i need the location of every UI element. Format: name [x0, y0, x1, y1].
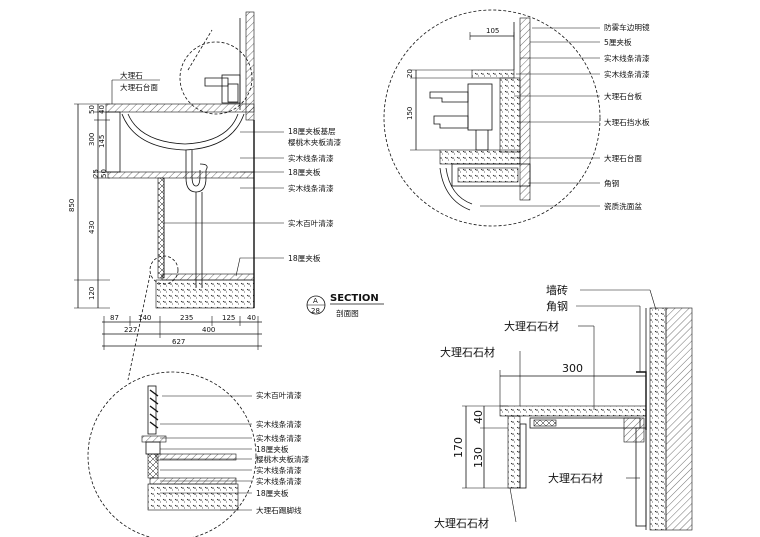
label-cherry-veneer: 樱桃木夹板清漆 [288, 137, 342, 147]
dim-400: 400 [202, 326, 215, 334]
br-dim-300: 300 [562, 362, 583, 375]
label-5mm-plywood: 5厘夹板 [604, 37, 632, 47]
label-bl-skirting: 大理石踢脚线 [256, 505, 302, 515]
dim-105: 105 [486, 27, 499, 35]
section-title: SECTION [330, 293, 379, 304]
dim-140: 140 [138, 314, 151, 322]
label-marble-top: 大理石台面 [120, 82, 158, 92]
dim-40: 40 [98, 105, 106, 114]
dim-20: 20 [406, 69, 414, 78]
dim-235: 235 [180, 314, 193, 322]
counter-top [105, 103, 255, 113]
label-wood-louver: 实木百叶清漆 [288, 218, 334, 228]
left-dimensions: 50 40 300 145 25 50 850 430 120 [68, 103, 110, 309]
br-wall [665, 307, 693, 531]
dim-120: 120 [88, 287, 96, 300]
label-bl-plywood-1: 18厘夹板 [256, 444, 289, 454]
dim-50b: 50 [100, 169, 108, 178]
label-ceramic-basin: 瓷质洗面盆 [604, 201, 642, 211]
label-bl-trim-3: 实木线条清漆 [256, 465, 302, 475]
br-dim-130: 130 [472, 447, 485, 468]
detail-top-right: 105 20 150 防雾车边明镜 5厘夹板 实木线条清漆 实 [383, 9, 650, 227]
section-tag: A 28 SECTION 剖面图 [306, 293, 384, 318]
label-antifog-mirror: 防雾车边明镜 [604, 22, 650, 32]
label-bl-trim-1: 实木线条清漆 [256, 419, 302, 429]
label-bl-trim-4: 实木线条清漆 [256, 476, 302, 486]
label-wood-trim-2: 实木线条清漆 [288, 183, 334, 193]
dim-227: 227 [124, 326, 137, 334]
label-plywood-a: 18厘夹板 [288, 167, 321, 177]
plinth [155, 279, 255, 309]
detail-circle-top [179, 41, 253, 115]
detail-bottom-left: 实木百叶清漆 实木线条清漆 实木线条清漆 18厘夹板 樱桃木夹板清漆 实木线条清… [87, 371, 310, 537]
label-plywood-b: 18厘夹板 [288, 253, 321, 263]
louver-slats [147, 385, 159, 435]
louver-panel [157, 177, 165, 279]
detail-marble-top [439, 149, 521, 165]
dim-627: 627 [172, 338, 185, 346]
label-wood-trim-1: 实木线条清漆 [288, 153, 334, 163]
br-label-wall-tile: 墙砖 [546, 283, 568, 297]
label-bl-trim-2: 实木线条清漆 [256, 433, 302, 443]
wall [245, 11, 255, 121]
label-wood-trim-a: 实木线条清漆 [604, 53, 650, 63]
dim-87: 87 [110, 314, 119, 322]
br-dim-170: 170 [452, 437, 465, 458]
detail-bottom-right: 300 40 170 130 墙砖 角钢 大理石石材 大理石石材 大理石石材 大… [434, 283, 693, 531]
label-bl-cherry: 樱桃木夹板清漆 [256, 454, 310, 464]
dim-25: 25 [92, 169, 100, 178]
dim-850: 850 [68, 199, 76, 212]
label-bl-plywood-2: 18厘夹板 [256, 488, 289, 498]
detail-circle-large [383, 9, 601, 227]
label-wood-trim-b: 实木线条清漆 [604, 69, 650, 79]
br-label-marble-1: 大理石石材 [504, 319, 559, 333]
basin [121, 113, 245, 151]
br-label-marble-2: 大理石石材 [440, 345, 495, 359]
bottom-dimensions: 87 140 235 125 40 227 400 627 [102, 314, 262, 350]
section-tag-top: A [313, 297, 318, 305]
br-dim-40: 40 [472, 410, 485, 424]
section-subtitle: 剖面图 [336, 308, 359, 318]
label-marble-splash: 大理石挡水板 [604, 117, 650, 127]
dim-300: 300 [88, 133, 96, 146]
dim-50: 50 [88, 105, 96, 114]
label-bl-louver: 实木百叶清漆 [256, 390, 302, 400]
label-marble: 大理石 [120, 70, 143, 80]
br-label-marble-3: 大理石石材 [548, 471, 603, 485]
dim-150: 150 [406, 107, 414, 120]
label-marble-slab: 大理石台板 [604, 91, 642, 101]
section-tag-bottom: 28 [311, 307, 320, 315]
dim-145: 145 [98, 135, 106, 148]
label-marble-counter: 大理石台面 [604, 153, 642, 163]
dim-430: 430 [88, 221, 96, 234]
br-marble-slab [499, 405, 647, 417]
br-label-angle-steel: 角钢 [546, 300, 568, 313]
label-angle-steel: 角钢 [604, 178, 620, 188]
dim-40b: 40 [247, 314, 256, 322]
label-plywood-base: 18厘夹板基层 [288, 126, 336, 136]
main-labels: 大理石 大理石台面 18厘夹板基层 樱桃木夹板清漆 实木线条清漆 18厘夹板 实… [111, 70, 342, 277]
br-label-marble-4: 大理石石材 [434, 516, 489, 530]
main-section: 50 40 300 145 25 50 850 430 120 87 140 2… [68, 11, 384, 381]
dim-125: 125 [222, 314, 235, 322]
